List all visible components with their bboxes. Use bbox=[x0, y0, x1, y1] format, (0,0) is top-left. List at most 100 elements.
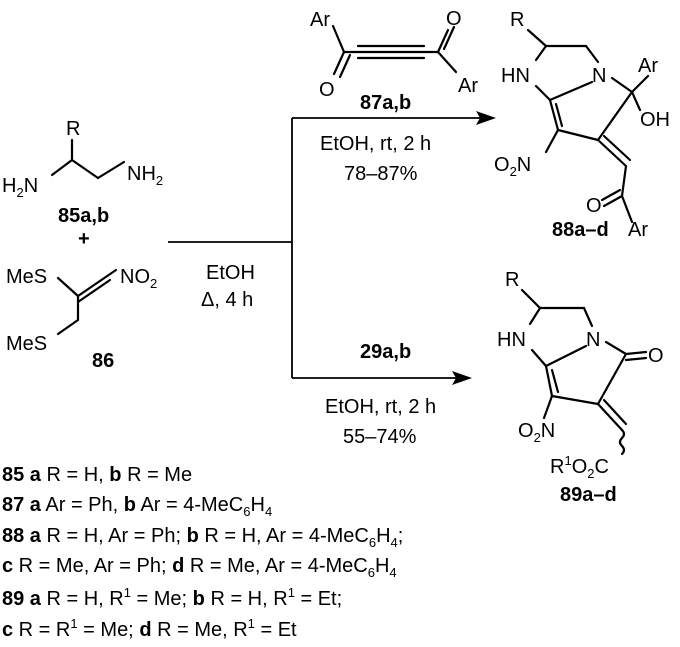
product-89: R HN N O O2N R1O2C 89a–d bbox=[497, 269, 664, 506]
p89-nitro-o: O bbox=[518, 420, 534, 442]
legend-88d-sub6: 6 bbox=[368, 565, 375, 580]
label-85-comma: , bbox=[91, 205, 97, 227]
p89-nitro-sub: 2 bbox=[534, 430, 541, 445]
wavy-bond bbox=[618, 428, 626, 456]
legend-88-id: 88 a bbox=[2, 525, 42, 547]
nitro-group: NO2 bbox=[120, 266, 157, 291]
exocyclic-bond bbox=[596, 138, 628, 168]
reagent-29-a: 29a bbox=[360, 341, 394, 363]
bond bbox=[76, 268, 118, 298]
legend-88c-text: R = Me, Ar = Ph; bbox=[13, 555, 172, 577]
bond bbox=[620, 164, 628, 198]
legend-85-b: b bbox=[109, 464, 121, 486]
legend-89-text: R = H, R bbox=[41, 588, 124, 610]
legend-88d-text: R = Me, Ar = 4-MeC bbox=[184, 555, 367, 577]
nitro-sub: 2 bbox=[150, 276, 157, 291]
legend-89d-text: R = Me, R bbox=[152, 619, 248, 641]
bond bbox=[630, 90, 642, 112]
p89-n: N bbox=[586, 329, 600, 351]
bond bbox=[50, 158, 74, 177]
dione-ar-right: Ar bbox=[458, 75, 478, 97]
legend-88c-id: c bbox=[2, 555, 13, 577]
amine-left-n: N bbox=[24, 175, 38, 197]
condition-heat: Δ, 4 h bbox=[201, 289, 253, 311]
diamine-r-group: R bbox=[66, 118, 80, 140]
legend-88d-h: H bbox=[375, 555, 389, 577]
legend: 85 a R = H, b R = Me 87 a Ar = Ph, b Ar … bbox=[2, 464, 403, 641]
dione-ar-left: Ar bbox=[310, 9, 330, 31]
p89-ester: R1O2C bbox=[550, 453, 609, 481]
bond bbox=[331, 24, 346, 54]
p89-ester-c: C bbox=[594, 456, 608, 478]
p89-ester-o: O bbox=[572, 456, 588, 478]
bond bbox=[544, 364, 554, 398]
legend-87-id: 87 a bbox=[2, 494, 42, 516]
p89-ester-r: R bbox=[550, 456, 564, 478]
p88-nitro-sub: 2 bbox=[510, 164, 517, 179]
double-bond bbox=[76, 278, 112, 304]
exocyclic-bond bbox=[596, 402, 624, 432]
p88-nitro-n: N bbox=[517, 154, 531, 176]
nitro-text: NO bbox=[120, 266, 150, 288]
legend-87-sub4: 4 bbox=[265, 504, 272, 519]
legend-89-text4: = Et; bbox=[295, 588, 342, 610]
plus-sign: + bbox=[78, 228, 90, 250]
condition-solvent: EtOH bbox=[206, 262, 255, 284]
p89-nitro: O2N bbox=[518, 420, 555, 445]
legend-88-h: H bbox=[376, 525, 390, 547]
legend-87-sub6: 6 bbox=[243, 504, 250, 519]
p88-n: N bbox=[592, 65, 606, 87]
exocyclic-double-bond bbox=[602, 134, 632, 162]
exocyclic-double-bond bbox=[602, 398, 628, 426]
legend-89d-text2: = Et bbox=[255, 619, 297, 641]
legend-89c-text: R = R bbox=[13, 619, 70, 641]
upper-solvent: EtOH, rt, 2 h bbox=[320, 133, 431, 155]
p88-hn: HN bbox=[501, 65, 530, 87]
bond bbox=[550, 394, 600, 406]
bond bbox=[96, 160, 126, 180]
bond bbox=[584, 44, 600, 64]
legend-88-b: b bbox=[187, 525, 199, 547]
legend-89-id: 89 a bbox=[2, 588, 42, 610]
reagent-label-29: 29a,b bbox=[360, 341, 411, 363]
amine-right-nh: NH bbox=[127, 163, 156, 185]
legend-89-text2: = Me; bbox=[131, 588, 193, 610]
upper-yield: 78–87% bbox=[344, 163, 418, 185]
double-bond bbox=[442, 25, 456, 51]
legend-87-text: Ar = Ph, bbox=[41, 494, 124, 516]
amine-right-sub: 2 bbox=[156, 173, 163, 188]
p88-r-group: R bbox=[510, 9, 524, 31]
bond bbox=[544, 128, 560, 154]
legend-85-text: R = H, bbox=[41, 464, 109, 486]
legend-89c-sup: 1 bbox=[70, 616, 77, 631]
legend-89-text3: R = H, R bbox=[205, 588, 288, 610]
p89-r-group: R bbox=[505, 269, 519, 291]
double-bond bbox=[554, 102, 564, 128]
bond bbox=[604, 340, 628, 356]
mes-bottom: MeS bbox=[6, 333, 47, 355]
legend-88-text: R = H, Ar = Ph; bbox=[41, 525, 187, 547]
bond bbox=[526, 28, 548, 48]
bond bbox=[70, 158, 100, 180]
label-85-b: b bbox=[97, 205, 109, 227]
bond bbox=[530, 348, 548, 368]
bond bbox=[582, 306, 594, 328]
bond bbox=[596, 352, 628, 406]
bond bbox=[548, 80, 594, 102]
bond bbox=[534, 44, 548, 62]
p89-ester-sub: 2 bbox=[587, 466, 594, 481]
compound-label-85: 85a,b bbox=[58, 205, 109, 227]
double-bond bbox=[550, 368, 560, 394]
lower-yield: 55–74% bbox=[343, 426, 417, 448]
bond bbox=[610, 76, 634, 94]
legend-line-87: 87 a Ar = Ph, b Ar = 4-MeC6H4 bbox=[2, 494, 272, 519]
bond bbox=[56, 318, 80, 336]
p88-oh: OH bbox=[640, 109, 670, 131]
p88-nitro: O2N bbox=[494, 154, 531, 179]
reagent-87-a: 87a bbox=[360, 92, 394, 114]
legend-line-88a: 88 a R = H, Ar = Ph; b R = H, Ar = 4-MeC… bbox=[2, 525, 403, 550]
amine-left: H2N bbox=[2, 175, 38, 200]
carbonyl-bond bbox=[624, 350, 648, 356]
mes-top: MeS bbox=[6, 266, 47, 288]
